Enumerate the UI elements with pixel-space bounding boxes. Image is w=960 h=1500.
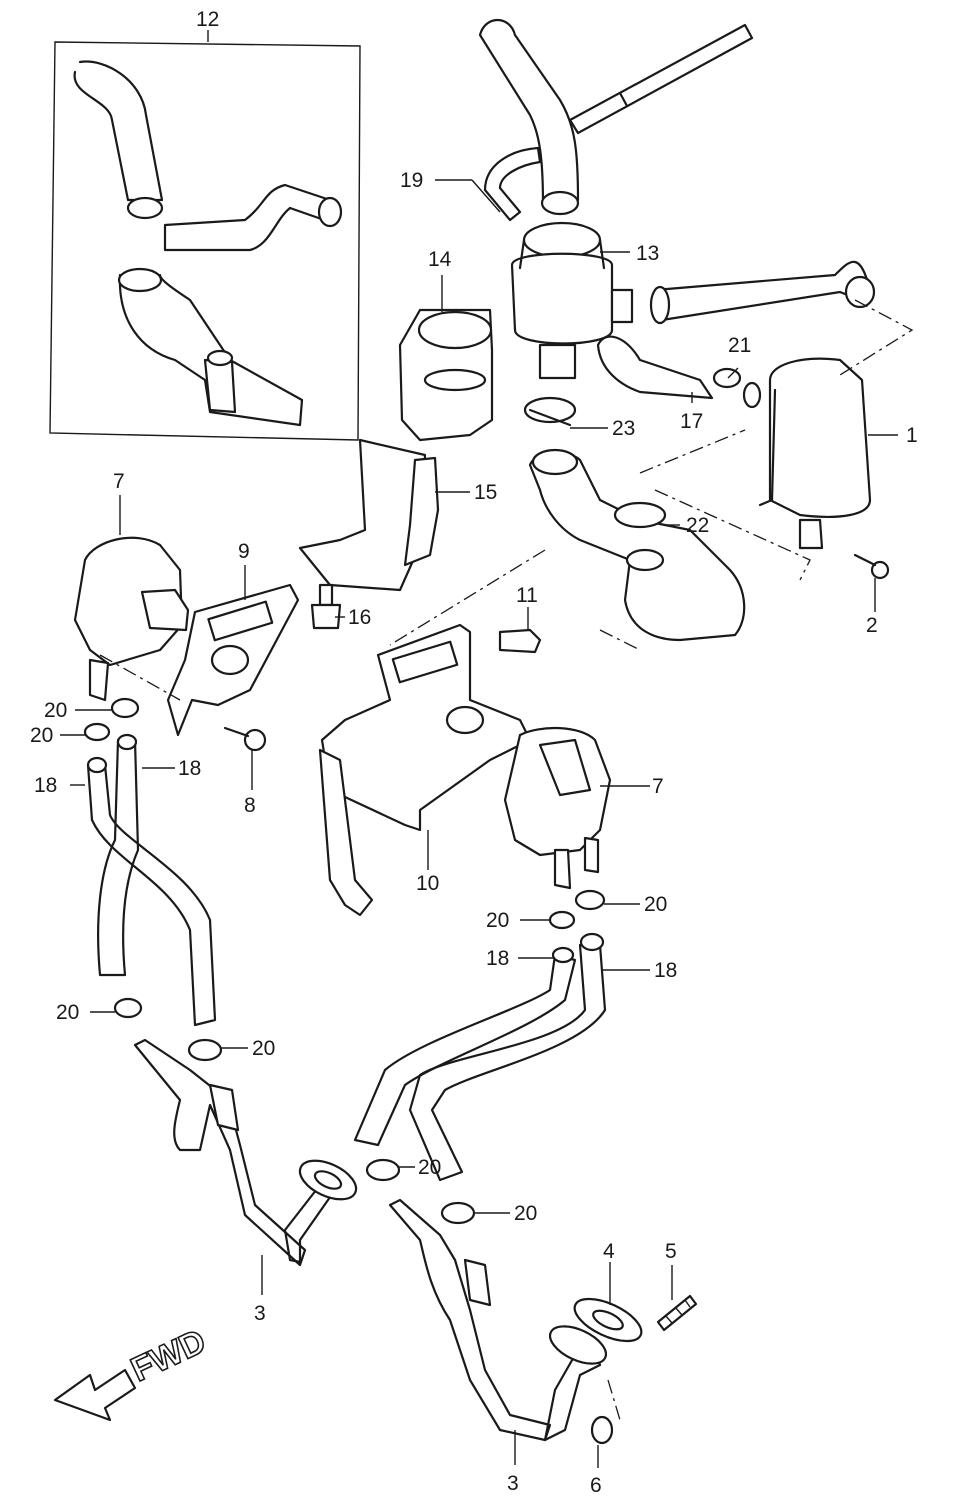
callout-20-b: 20 [30, 724, 53, 747]
callout-20-d: 20 [486, 909, 509, 932]
air-cleaner-1 [758, 357, 872, 550]
callout-20-e: 20 [56, 1001, 79, 1024]
control-valve-right [503, 727, 612, 890]
breather-tube [483, 23, 754, 222]
lower-elbow-hose [528, 448, 746, 642]
callout-19: 19 [400, 169, 423, 192]
pair-reed-valve [510, 221, 634, 380]
reed-valve-bracket [398, 308, 494, 442]
upper-intake-hose [478, 19, 580, 216]
bracket-15 [298, 438, 440, 592]
clamp-22 [613, 501, 667, 529]
callout-leaders [60, 179, 898, 1468]
callout-3-left: 3 [254, 1302, 266, 1325]
callout-7-right: 7 [652, 775, 664, 798]
crossed-hoses-right [353, 932, 607, 1182]
callout-11: 11 [516, 584, 538, 607]
screw-8 [223, 726, 267, 752]
pipe-3-right [388, 1198, 608, 1442]
callout-20-g: 20 [418, 1156, 441, 1179]
callout-18-a: 18 [178, 757, 201, 780]
callout-10: 10 [416, 872, 439, 895]
clamps-right-middle [548, 889, 606, 930]
callout-16: 16 [348, 606, 371, 629]
alignment-lines [99, 299, 914, 1421]
callout-2: 2 [866, 614, 878, 637]
callout-5: 5 [665, 1240, 677, 1263]
callout-13: 13 [636, 242, 659, 265]
callout-1: 1 [906, 424, 918, 447]
pipe-3-left [133, 1038, 358, 1267]
callout-18-d: 18 [654, 959, 677, 982]
clamp-23 [523, 396, 577, 427]
hose-kit-group-box [49, 30, 361, 441]
stud-5 [656, 1294, 698, 1332]
forward-arrow [53, 1368, 137, 1422]
callout-22: 22 [686, 514, 709, 537]
callout-20-c: 20 [644, 893, 667, 916]
callout-20-f: 20 [252, 1037, 275, 1060]
callout-20-h: 20 [514, 1202, 537, 1225]
callout-12: 12 [196, 8, 219, 31]
callout-15: 15 [474, 481, 497, 504]
gasket-bracket-9 [166, 583, 300, 737]
main-bracket-10 [318, 623, 532, 917]
callout-7-left: 7 [113, 470, 125, 493]
callout-14: 14 [428, 248, 452, 271]
callout-17: 17 [680, 410, 703, 433]
callout-9: 9 [238, 540, 250, 563]
bolt-11 [498, 628, 542, 654]
callout-labels: 12 19 13 14 21 17 1 23 22 15 2 16 7 9 11… [30, 8, 918, 1497]
callout-23: 23 [612, 417, 635, 440]
bolt-16 [310, 583, 342, 630]
hose-kit-hoses [73, 60, 343, 427]
callout-20-a: 20 [44, 699, 67, 722]
control-valve-left [73, 536, 190, 702]
crossed-hoses-left [86, 733, 217, 1027]
callout-6: 6 [590, 1474, 602, 1497]
callout-4: 4 [603, 1240, 615, 1263]
clamp-21 [712, 367, 762, 409]
connector-hose-17 [596, 335, 714, 400]
callout-3-right: 3 [507, 1472, 519, 1495]
callout-18-c: 18 [486, 947, 509, 970]
callout-8: 8 [244, 794, 256, 817]
screw-2 [853, 553, 890, 580]
clamps-left-upper [83, 697, 140, 742]
intake-hose-right [649, 260, 876, 325]
nut-6 [590, 1415, 614, 1445]
callout-18-b: 18 [34, 774, 57, 797]
callout-21: 21 [728, 334, 751, 357]
forward-label: FWD [125, 1322, 211, 1389]
clamps-lower [113, 997, 476, 1225]
gasket-4 [573, 1297, 643, 1343]
